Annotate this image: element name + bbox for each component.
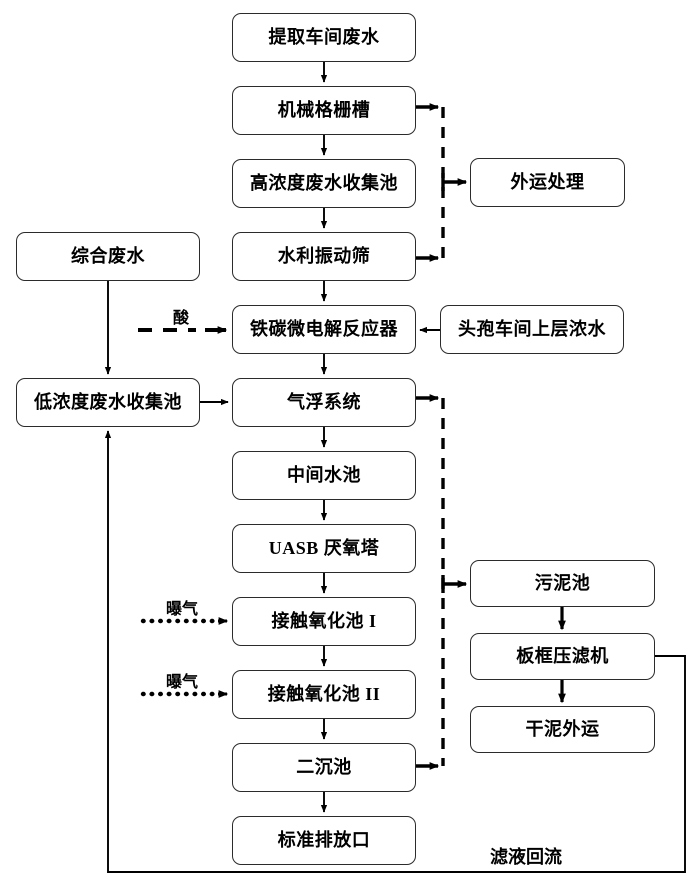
- edge-label-filtrate-return: 滤液回流: [490, 847, 562, 867]
- node-air-flotation-system[interactable]: 气浮系统: [232, 378, 416, 427]
- node-uasb-anaerobic-tower[interactable]: UASB 厌氧塔: [232, 524, 416, 573]
- node-secondary-sedimentation-tank[interactable]: 二沉池: [232, 743, 416, 792]
- node-comprehensive-wastewater[interactable]: 综合废水: [16, 232, 200, 281]
- node-contact-oxidation-tank-1[interactable]: 接触氧化池 I: [232, 597, 416, 646]
- node-high-concentration-collection-tank[interactable]: 高浓度废水收集池: [232, 159, 416, 208]
- node-iron-carbon-microelectrolysis-reactor[interactable]: 铁碳微电解反应器: [232, 305, 416, 354]
- node-contact-oxidation-tank-2[interactable]: 接触氧化池 II: [232, 670, 416, 719]
- edge-label-aeration-2: 曝气: [166, 674, 199, 691]
- node-hydraulic-vibrating-screen[interactable]: 水利振动筛: [232, 232, 416, 281]
- edge-label-aeration-1: 曝气: [166, 601, 199, 618]
- edge-label-acid: 酸: [173, 310, 190, 327]
- node-intermediate-water-tank[interactable]: 中间水池: [232, 451, 416, 500]
- node-standard-discharge-outlet[interactable]: 标准排放口: [232, 816, 416, 865]
- node-low-concentration-collection-tank[interactable]: 低浓度废水收集池: [16, 378, 200, 427]
- node-external-transport-treatment[interactable]: 外运处理: [470, 158, 625, 207]
- node-plate-frame-filter-press[interactable]: 板框压滤机: [470, 633, 655, 680]
- node-sludge-tank[interactable]: 污泥池: [470, 560, 655, 607]
- node-extraction-workshop-wastewater[interactable]: 提取车间废水: [232, 13, 416, 62]
- node-cephalosporin-workshop-upper-concentrate[interactable]: 头孢车间上层浓水: [440, 305, 624, 354]
- node-mechanical-grille-tank[interactable]: 机械格栅槽: [232, 86, 416, 135]
- node-dry-sludge-transport[interactable]: 干泥外运: [470, 706, 655, 753]
